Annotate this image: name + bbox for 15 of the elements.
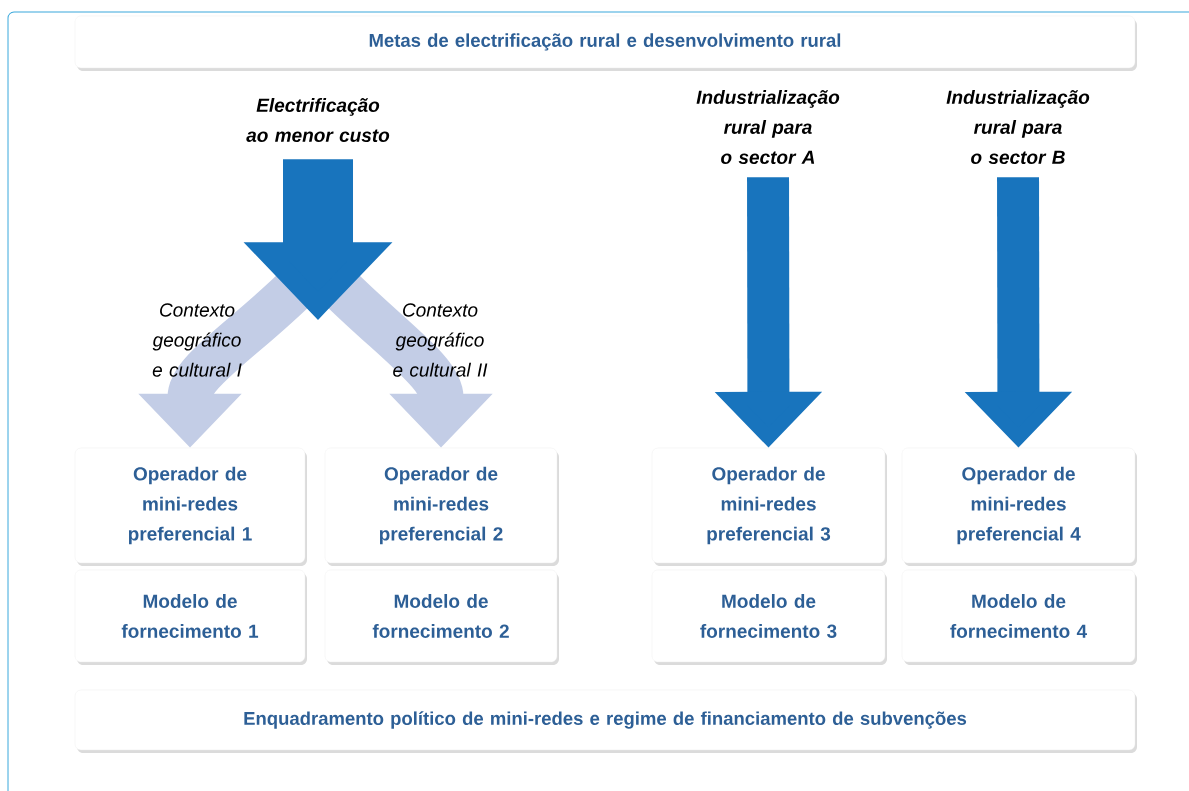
text-box: Metas de electrificação rural e desenvolvimento rural bbox=[74, 15, 1137, 71]
text-box: Operador de mini-redes preferencial 2 bbox=[324, 447, 559, 566]
text-box: Modelo de fornecimento 1 bbox=[74, 569, 307, 665]
text-box: Modelo de fornecimento 2 bbox=[324, 569, 559, 665]
text-box: Modelo de fornecimento 4 bbox=[901, 569, 1137, 665]
text-box: Operador de mini-redes preferencial 4 bbox=[901, 447, 1137, 566]
text-box: Enquadramento político de mini-redes e regime de financiamento de subvenções bbox=[74, 689, 1137, 753]
heading-text: Industrialização rural para o sector B bbox=[946, 90, 1090, 164]
text-box: Operador de mini-redes preferencial 1 bbox=[74, 447, 307, 566]
heading-text: Electrificação ao menor custo bbox=[246, 98, 390, 142]
heading-text: Industrialização rural para o sector A bbox=[696, 90, 840, 164]
text-box: Operador de mini-redes preferencial 3 bbox=[651, 447, 887, 566]
edge-label: Contexto geográfico e cultural I bbox=[152, 303, 242, 377]
edge-label: Contexto geográfico e cultural II bbox=[393, 303, 488, 377]
text-box: Modelo de fornecimento 3 bbox=[651, 569, 887, 665]
